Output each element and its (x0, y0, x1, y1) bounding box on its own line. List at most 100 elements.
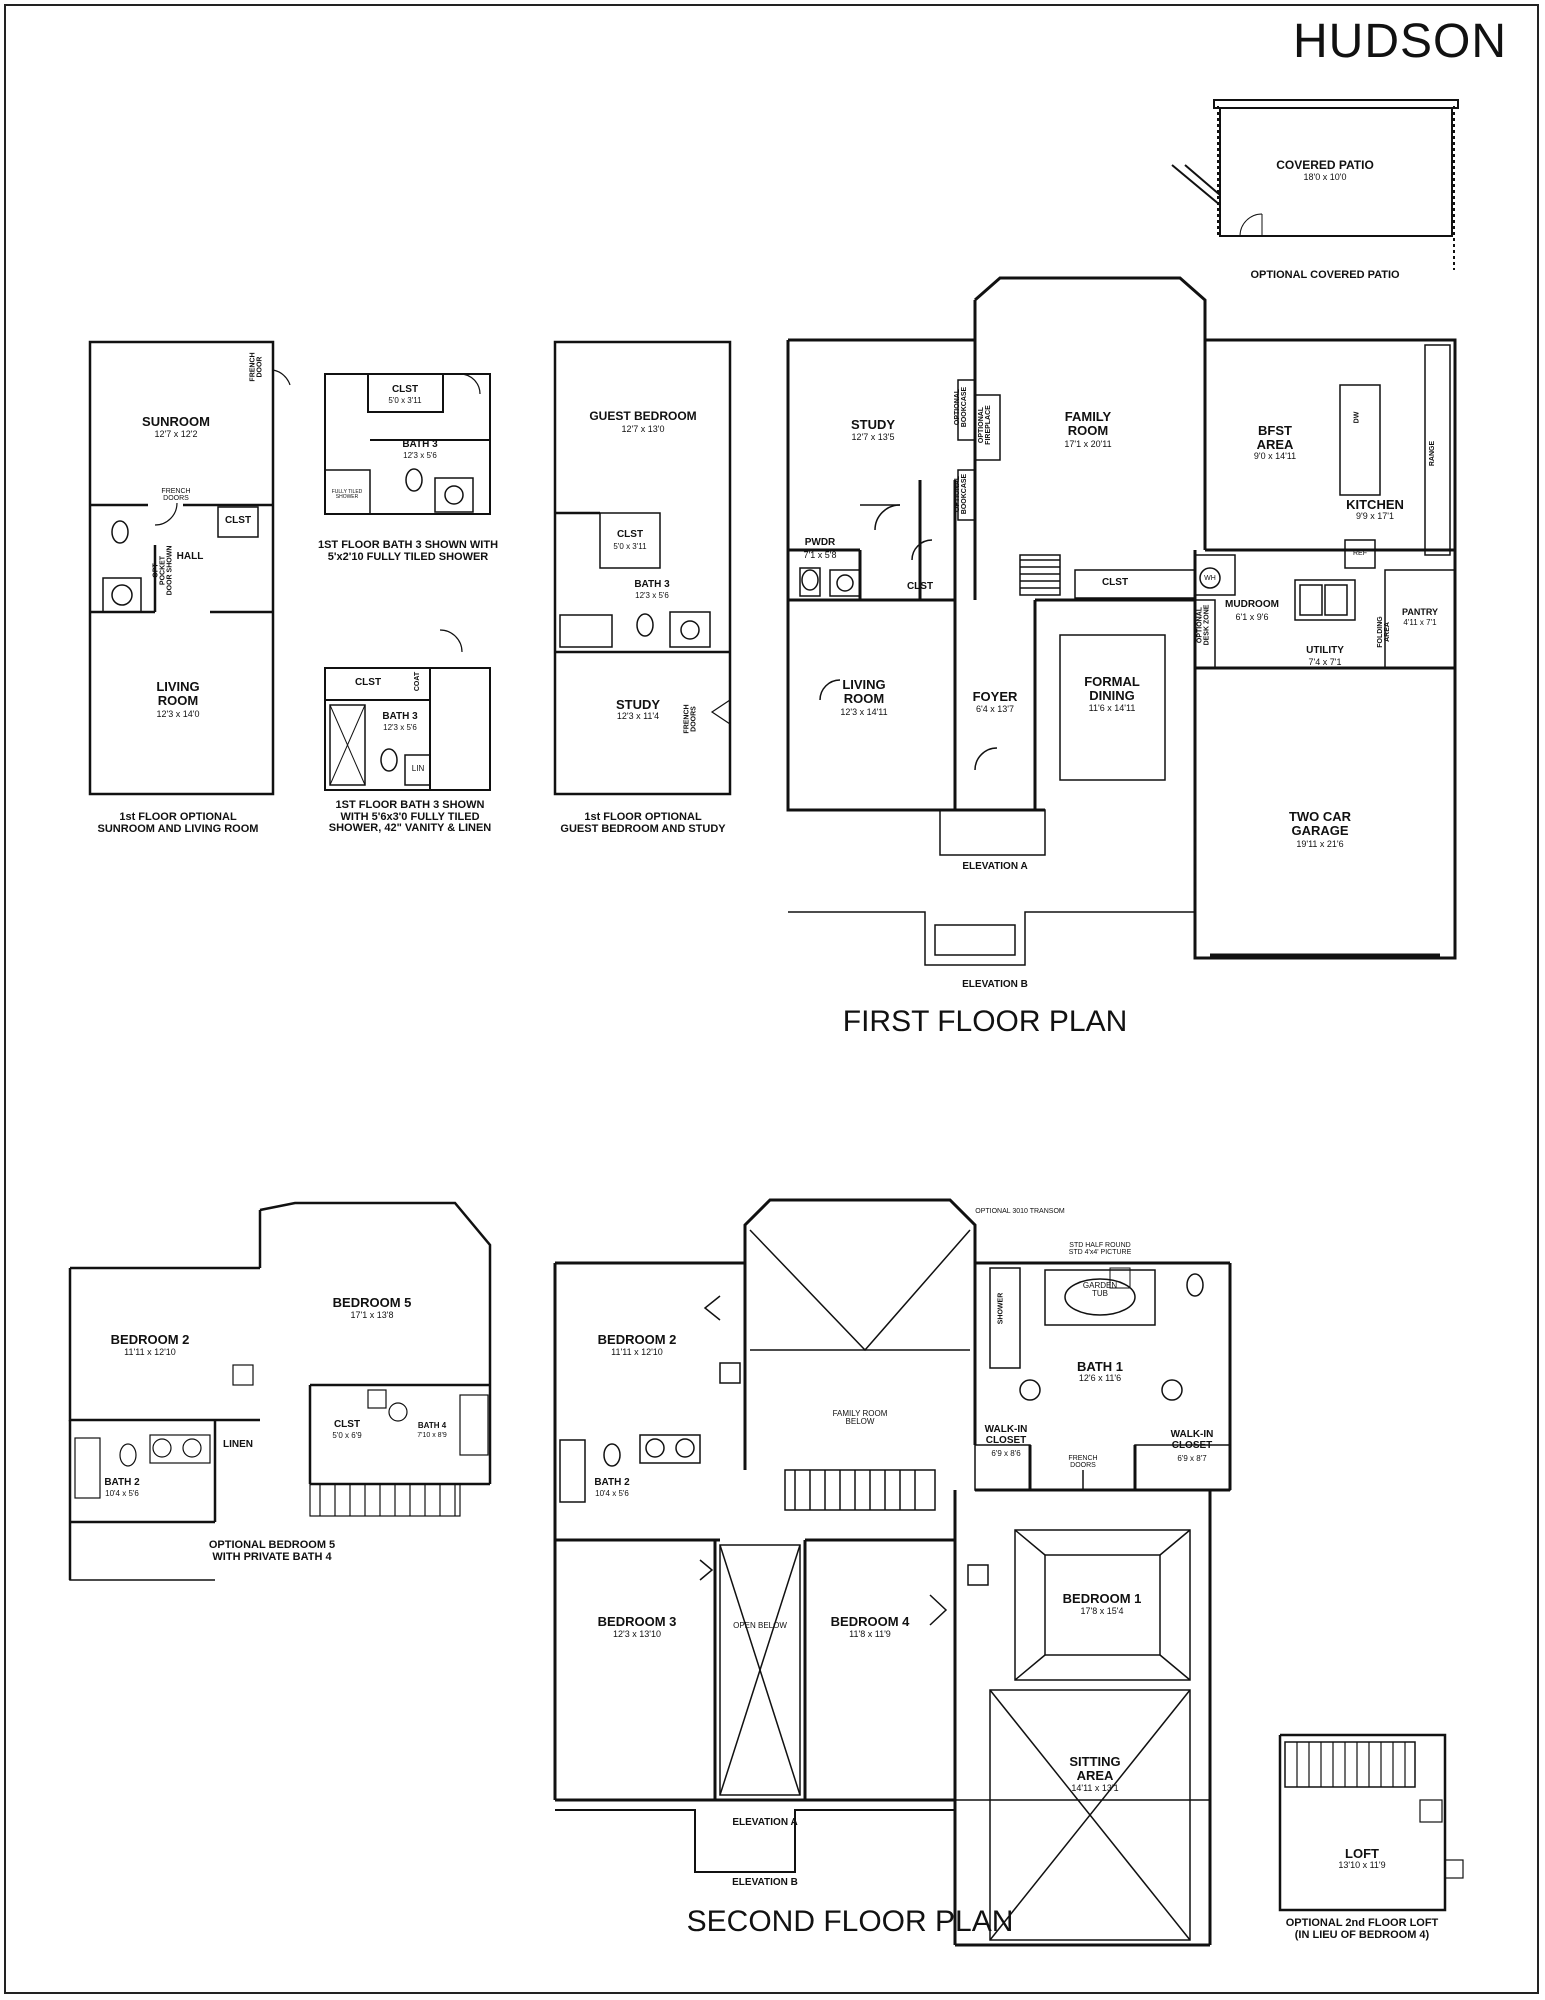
bedroom3-label: BEDROOM 3 (597, 1614, 677, 1629)
guest-bath-dims: 12'3 x 5'6 (635, 591, 669, 600)
guest-bedroom-label: GUEST BEDROOM (589, 409, 697, 423)
page-border (4, 4, 1539, 1994)
guest-french-doors-label: FRENCH DOORS (683, 704, 698, 734)
walkin-closet-left-dims: 6'9 x 8'6 (991, 1449, 1021, 1458)
pocket-door-label: OPT POCKET DOOR SHOWN (152, 545, 174, 596)
open-below-label: OPEN BELOW (733, 1621, 787, 1630)
range-label: RANGE (1429, 440, 1437, 467)
plan-title: HUDSON (1292, 15, 1507, 68)
second-floor-walls (553, 1198, 1232, 1947)
garden-tub-label: GARDEN TUB (1082, 1281, 1118, 1299)
family-room-label: FAMILY ROOM (1064, 409, 1112, 438)
bedroom5-closet-label: CLST (333, 1419, 361, 1430)
bath1-dims: 12'6 x 11'6 (1078, 1373, 1122, 1383)
bedroom4-label: BEDROOM 4 (830, 1614, 910, 1629)
guest-study-label: STUDY (615, 697, 661, 712)
bedroom4-dims: 11'8 x 11'9 (849, 1629, 891, 1639)
loft-label: LOFT (1345, 1846, 1379, 1861)
bedroom5-option (68, 1201, 492, 1581)
coat-closet-label: COAT (414, 671, 422, 692)
mudroom-dims: 6'1 x 9'6 (1235, 612, 1269, 622)
utility-dims: 7'4 x 7'1 (1308, 657, 1342, 667)
guest-option (553, 340, 732, 796)
pwdr-dims: 7'1 x 5'8 (803, 550, 837, 560)
shower-label: SHOWER (997, 1292, 1005, 1325)
fireplace-label: OPTIONAL FIREPLACE (977, 405, 992, 445)
closet-label-a: CLST (906, 581, 934, 592)
bath3a-bath-dims: 12'3 x 5'6 (403, 451, 437, 460)
bath3b-caption: 1ST FLOOR BATH 3 SHOWN WITH 5'6x3'0 FULL… (328, 799, 492, 835)
covered-patio-label: COVERED PATIO (1276, 158, 1374, 172)
bedroom5-dims: 17'1 x 13'8 (350, 1310, 394, 1320)
opt-bedroom2-dims: 11'11 x 12'10 (124, 1347, 176, 1357)
loft-option-caption: OPTIONAL 2nd FLOOR LOFT (IN LIEU OF BEDR… (1285, 1917, 1439, 1941)
elevation-b-label: ELEVATION B (962, 979, 1028, 990)
sunroom-closet-label: CLST (224, 515, 252, 526)
first-floor-details (788, 344, 1456, 966)
bookcase-label-2: OPTIONAL BOOKCASE (954, 473, 969, 515)
bath3b-bath-dims: 12'3 x 5'6 (383, 723, 417, 732)
study-dims: 12'7 x 13'5 (851, 432, 895, 442)
formal-dining-dims: 11'6 x 14'11 (1088, 703, 1136, 713)
bookcase-label-1: OPTIONAL BOOKCASE (954, 386, 969, 428)
bath3a-bath-label: BATH 3 (402, 439, 438, 450)
family-room-dims: 17'1 x 20'11 (1064, 439, 1112, 449)
kitchen-dims: 9'9 x 17'1 (1356, 511, 1394, 521)
sitting-area-dims: 14'11 x 13'1 (1071, 1783, 1119, 1793)
garage-label: TWO CAR GARAGE (1288, 809, 1352, 838)
water-heater-label: WH (1204, 575, 1216, 582)
bedroom5-label: BEDROOM 5 (332, 1295, 412, 1310)
bath3a-caption: 1ST FLOOR BATH 3 SHOWN WITH 5'x2'10 FULL… (317, 539, 499, 563)
guest-bath-label: BATH 3 (634, 579, 670, 590)
garage-dims: 19'11 x 21'6 (1296, 839, 1344, 849)
bath2-label: BATH 2 (594, 1477, 630, 1488)
sunroom-dims: 12'7 x 12'2 (154, 429, 198, 439)
tiled-shower-label: FULLY TILED SHOWER (331, 489, 363, 501)
second-elevation-b-label: ELEVATION B (732, 1877, 798, 1888)
study-label: STUDY (850, 417, 896, 432)
loft-option (1278, 1733, 1464, 1912)
guest-bedroom-dims: 12'7 x 13'0 (621, 424, 665, 434)
bath3-option-b (324, 629, 491, 791)
sunroom-living-label: LIVING ROOM (156, 679, 200, 708)
opt-bath2-label: BATH 2 (104, 1477, 140, 1488)
bedroom2-dims: 11'11 x 12'10 (611, 1347, 663, 1357)
utility-label: UTILITY (1306, 645, 1344, 656)
family-room-below-label: FAMILY ROOM BELOW (832, 1409, 888, 1427)
bath4-dims: 7'10 x 8'9 (417, 1432, 447, 1439)
folding-area-label: FOLDING AREA (1376, 616, 1391, 648)
pwdr-label: PWDR (804, 537, 836, 548)
bath3b-bath-label: BATH 3 (382, 711, 418, 722)
linen-label: LIN (411, 764, 425, 773)
covered-patio-outline (1171, 99, 1459, 270)
bath3b-closet-label: CLST (354, 677, 382, 688)
opt-bath2-dims: 10'4 x 5'6 (105, 1489, 139, 1498)
second-floor-details (559, 1229, 1231, 1941)
bedroom3-dims: 12'3 x 13'10 (613, 1629, 661, 1639)
french-doors-label: FRENCH DOORS (161, 488, 191, 503)
half-round-note: STD HALF ROUND STD 4'x4' PICTURE (1068, 1242, 1132, 1257)
walkin-closet-right-dims: 6'9 x 8'7 (1177, 1454, 1207, 1463)
guest-study-dims: 12'3 x 11'4 (616, 711, 660, 721)
opt-bedroom2-label: BEDROOM 2 (110, 1332, 190, 1347)
foyer-label: FOYER (972, 689, 1018, 704)
bedroom1-dims: 17'8 x 15'4 (1080, 1606, 1124, 1616)
bedroom2-label: BEDROOM 2 (597, 1332, 677, 1347)
kitchen-label: KITCHEN (1346, 497, 1404, 512)
bath2-dims: 10'4 x 5'6 (595, 1489, 629, 1498)
sunroom-option (88, 340, 291, 796)
pantry-label: PANTRY (1402, 607, 1438, 617)
guest-closet-label: CLST (616, 529, 644, 540)
guest-closet-dims: 5'0 x 3'11 (613, 542, 647, 551)
sunroom-label: SUNROOM (142, 414, 210, 429)
mudroom-label: MUDROOM (1225, 599, 1279, 610)
walkin-closet-left-label: WALK-IN CLOSET (984, 1424, 1028, 1446)
formal-dining-label: FORMAL DINING (1084, 674, 1140, 703)
bedroom1-label: BEDROOM 1 (1062, 1591, 1142, 1606)
bath3a-closet-label: CLST (391, 384, 419, 395)
closet-label-b: CLST (1101, 577, 1129, 588)
loft-dims: 13'10 x 11'9 (1338, 1860, 1386, 1870)
bath3a-closet-dims: 5'0 x 3'11 (388, 396, 422, 405)
pantry-dims: 4'11 x 7'1 (1403, 618, 1437, 627)
